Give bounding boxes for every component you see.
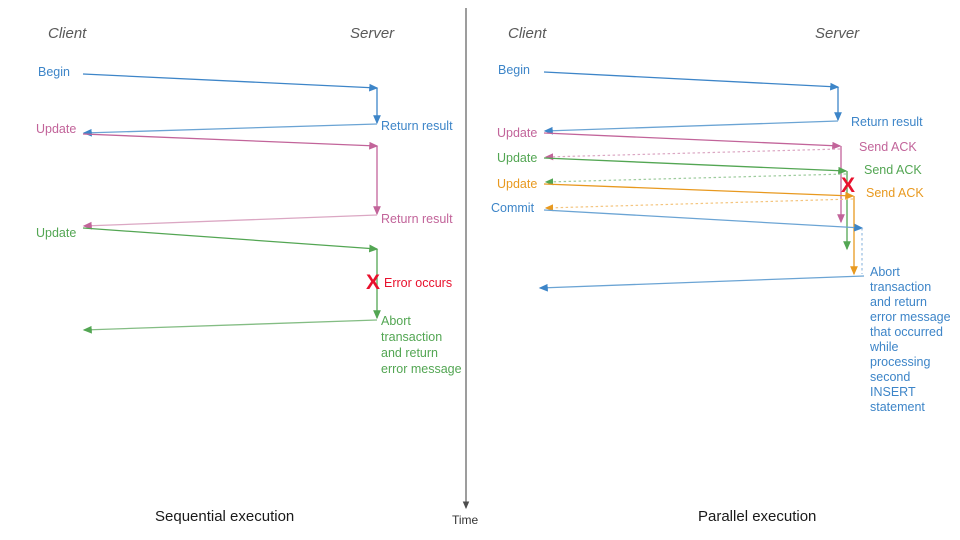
right-msg-commit (543, 209, 864, 232)
left-abort-note-line: error message (381, 362, 462, 376)
right-abort-note-line: error message (870, 310, 951, 324)
left-msg-return-result-2 (82, 214, 378, 230)
right-label-return-result: Return result (851, 115, 923, 129)
right-abort-note-line: Abort (870, 265, 900, 279)
right-abort-note-line: that occurred (870, 325, 943, 339)
right-msg-begin (543, 71, 840, 91)
right-abort-note-line: statement (870, 400, 925, 414)
left-label-update-green: Update (36, 226, 76, 240)
right-ack-pink (544, 148, 841, 161)
right-label-update-pink: Update (497, 126, 537, 140)
right-msg-abort (538, 275, 865, 292)
right-msg-return-result (543, 120, 839, 135)
right-client-lane-title: Client (508, 25, 547, 42)
left-label-begin: Begin (38, 65, 70, 79)
right-label-send-ack-pink: Send ACK (859, 140, 917, 154)
right-label-update-green: Update (497, 151, 537, 165)
right-ack-green (544, 173, 847, 186)
right-label-update-orange: Update (497, 177, 537, 191)
left-abort-note-line: and return (381, 346, 438, 360)
right-panel-caption: Parallel execution (698, 508, 816, 525)
left-label-return-result-1: Return result (381, 119, 453, 133)
right-abort-note-line: processing (870, 355, 930, 369)
left-msg-return-result-1 (82, 123, 378, 137)
right-abort-note-line: second (870, 370, 910, 384)
right-abort-note-line: transaction (870, 280, 931, 294)
left-msg-begin (82, 73, 379, 92)
right-msg-update-green (543, 157, 848, 175)
right-abort-note-line: while (869, 340, 899, 354)
left-abort-note-line: Abort (381, 314, 411, 328)
right-label-begin: Begin (498, 63, 530, 77)
left-error-label: Error occurs (384, 276, 452, 290)
left-panel (82, 73, 381, 334)
right-ack-orange (544, 198, 854, 212)
left-msg-update-green (82, 227, 379, 253)
right-msg-update-orange (543, 183, 855, 200)
left-msg-abort (82, 319, 378, 334)
left-label-return-result-2: Return result (381, 212, 453, 226)
left-error-x-icon: X (366, 271, 380, 294)
right-abort-note: Abort transaction and return error messa… (869, 265, 954, 414)
right-server-lane-title: Server (815, 25, 860, 42)
left-server-lane-title: Server (350, 25, 395, 42)
left-abort-note: Abort transaction and return error messa… (381, 314, 462, 376)
right-error-x-icon: X (841, 174, 855, 197)
left-msg-update-pink (82, 133, 379, 150)
time-axis-label: Time (452, 513, 479, 527)
left-label-update-pink: Update (36, 122, 76, 136)
right-label-commit: Commit (491, 201, 535, 215)
left-abort-note-line: transaction (381, 330, 442, 344)
right-msg-update-pink (543, 132, 842, 150)
arrow-line (82, 73, 379, 92)
left-panel-caption: Sequential execution (155, 508, 294, 525)
right-abort-note-line: and return (870, 295, 927, 309)
right-label-send-ack-orange: Send ACK (866, 186, 924, 200)
left-client-lane-title: Client (48, 25, 87, 42)
right-label-send-ack-green: Send ACK (864, 163, 922, 177)
right-panel (538, 71, 865, 292)
right-abort-note-line: INSERT (870, 385, 916, 399)
